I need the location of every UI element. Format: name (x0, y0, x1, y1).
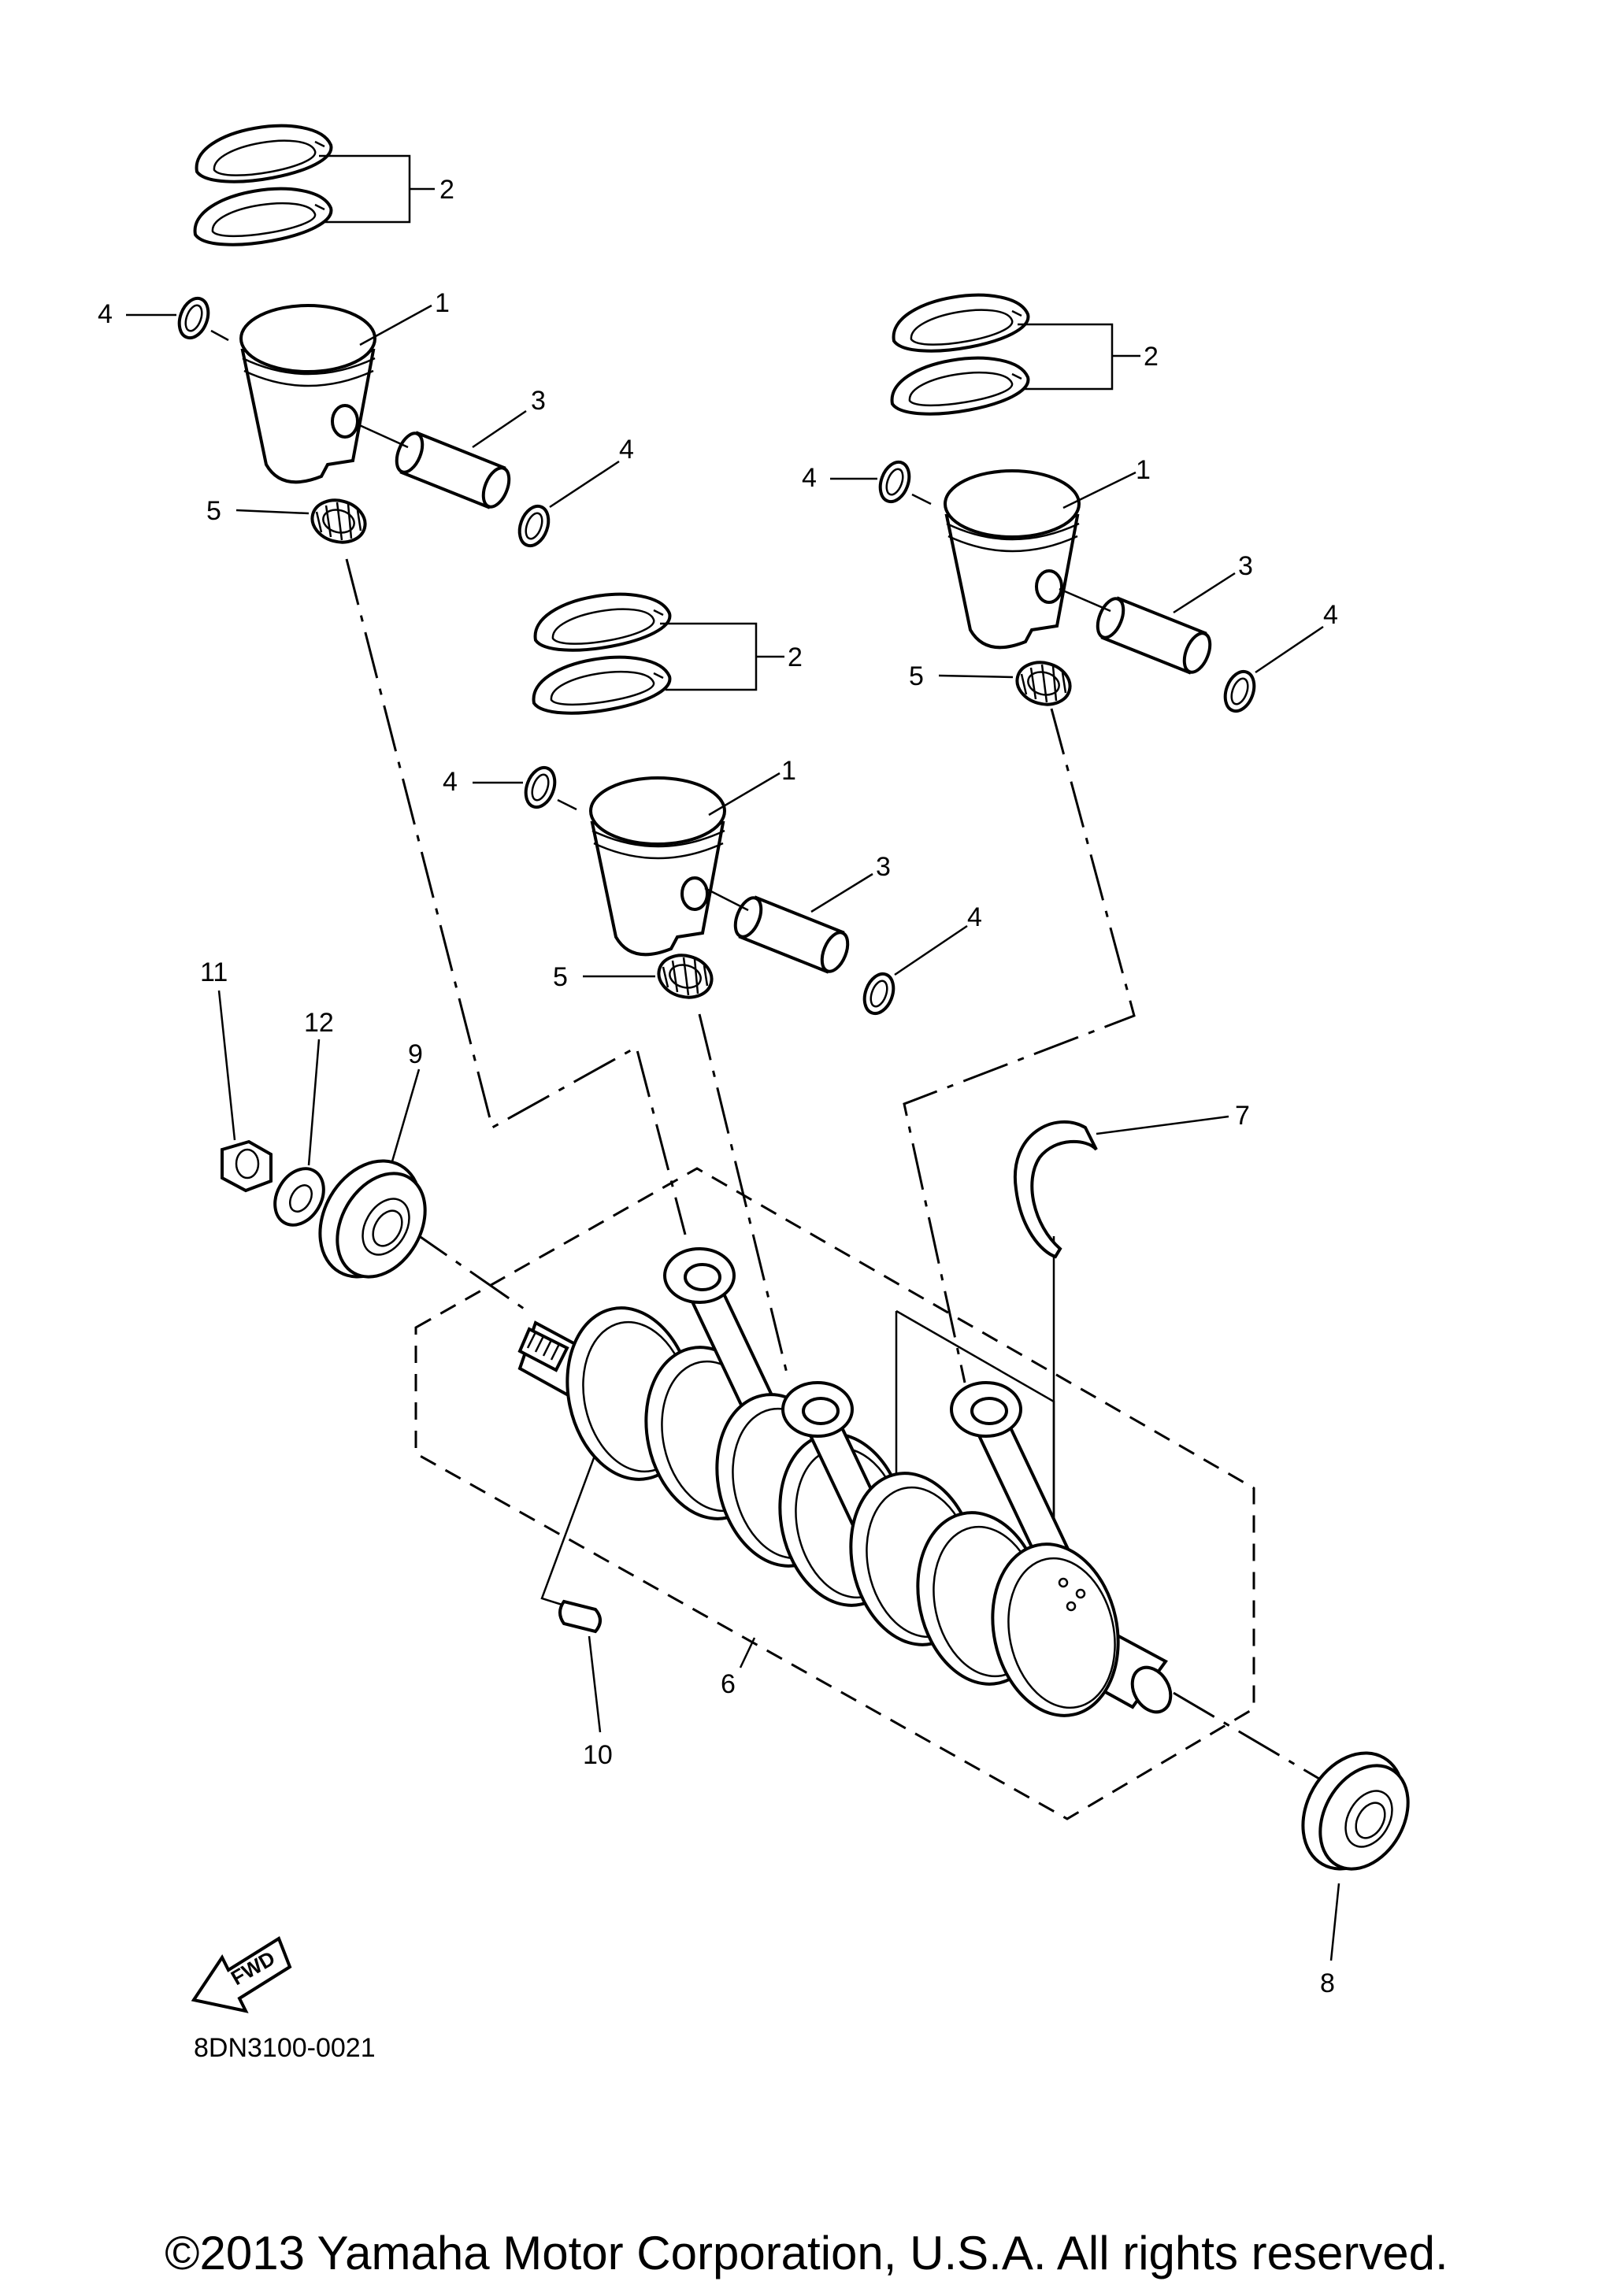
alignment-line-4 (407, 1227, 527, 1312)
label-piston-2: 1 (781, 756, 796, 786)
label-ring-set-3: 2 (1144, 342, 1159, 372)
piston-pin-1 (390, 428, 516, 513)
fwd-arrow: FWD (191, 1936, 292, 2013)
alignment-line-2 (698, 1013, 789, 1377)
clip-2b (858, 968, 900, 1020)
label-nut: 11 (200, 957, 228, 987)
needle-bearing-1 (306, 493, 372, 550)
half-ring: 7 (1013, 1101, 1250, 1259)
woodruff-key: 10 (558, 1599, 613, 1770)
piston-ring-set-3 (890, 293, 1030, 416)
cylinder-set-2: 2 1 4 3 4 5 (443, 592, 982, 1020)
needle-bearing-3 (1010, 655, 1077, 712)
label-bearing-3: 5 (909, 661, 924, 691)
label-clip-1a: 4 (98, 299, 113, 329)
clip-1b (513, 500, 555, 552)
label-key: 10 (583, 1740, 613, 1770)
oil-seal-right (1281, 1733, 1428, 1889)
label-clip-3b: 4 (1323, 600, 1338, 630)
piston-pin-3 (1091, 593, 1217, 678)
needle-bearing-2 (652, 948, 718, 1005)
alignment-line-1 (345, 558, 687, 1235)
label-clip-2a: 4 (443, 767, 458, 797)
label-oil-seal-right: 8 (1320, 1968, 1335, 1998)
assembly-boundary (414, 1167, 1255, 1820)
crankshaft-output-end (1130, 1665, 1173, 1714)
cylinder-set-3: 2 1 4 3 4 5 (802, 293, 1338, 717)
oil-seal-left (298, 1141, 445, 1297)
piston-3 (944, 469, 1081, 650)
washer (273, 1167, 325, 1227)
label-clip-3a: 4 (802, 463, 817, 493)
clip-3a (873, 456, 916, 508)
label-piston-1: 1 (435, 288, 450, 318)
diagram-code: 8DN3100-0021 (194, 2033, 376, 2063)
nut (221, 1139, 273, 1193)
piston-1 (239, 304, 376, 484)
right-seal-group: 8 (1281, 1733, 1428, 1998)
label-oil-seal-left: 9 (408, 1039, 423, 1069)
clip-2a (519, 761, 562, 813)
label-bearing-1: 5 (206, 496, 221, 526)
label-pin-1: 3 (531, 386, 546, 416)
piston-ring-set-1 (193, 124, 333, 246)
label-ring-set-1: 2 (439, 175, 454, 205)
key-guide (540, 1440, 602, 1608)
crankshaft-assembly: 6 (345, 558, 1324, 1820)
left-end-parts: 11 12 9 (200, 957, 445, 1297)
clip-1a (172, 292, 215, 344)
clip-3b (1218, 665, 1261, 717)
label-crankshaft: 6 (721, 1669, 736, 1699)
cylinder-set-1: 2 1 4 3 4 5 (98, 124, 634, 552)
label-half-ring: 7 (1235, 1101, 1250, 1131)
label-pin-2: 3 (876, 852, 891, 882)
label-clip-2b: 4 (967, 902, 982, 932)
label-bearing-2: 5 (553, 962, 568, 992)
piston-ring-set-2 (532, 592, 672, 715)
label-piston-3: 1 (1136, 455, 1151, 485)
label-washer: 12 (304, 1008, 334, 1038)
alignment-line-3 (903, 708, 1136, 1383)
piston-pin-2 (729, 892, 855, 977)
label-pin-3: 3 (1238, 551, 1253, 581)
alignment-line-5 (1173, 1691, 1324, 1783)
label-ring-set-2: 2 (788, 643, 803, 672)
copyright-notice: ©2013 Yamaha Motor Corporation, U.S.A. A… (165, 2227, 1448, 2279)
label-clip-1b: 4 (619, 435, 634, 465)
piston-2 (589, 776, 726, 957)
